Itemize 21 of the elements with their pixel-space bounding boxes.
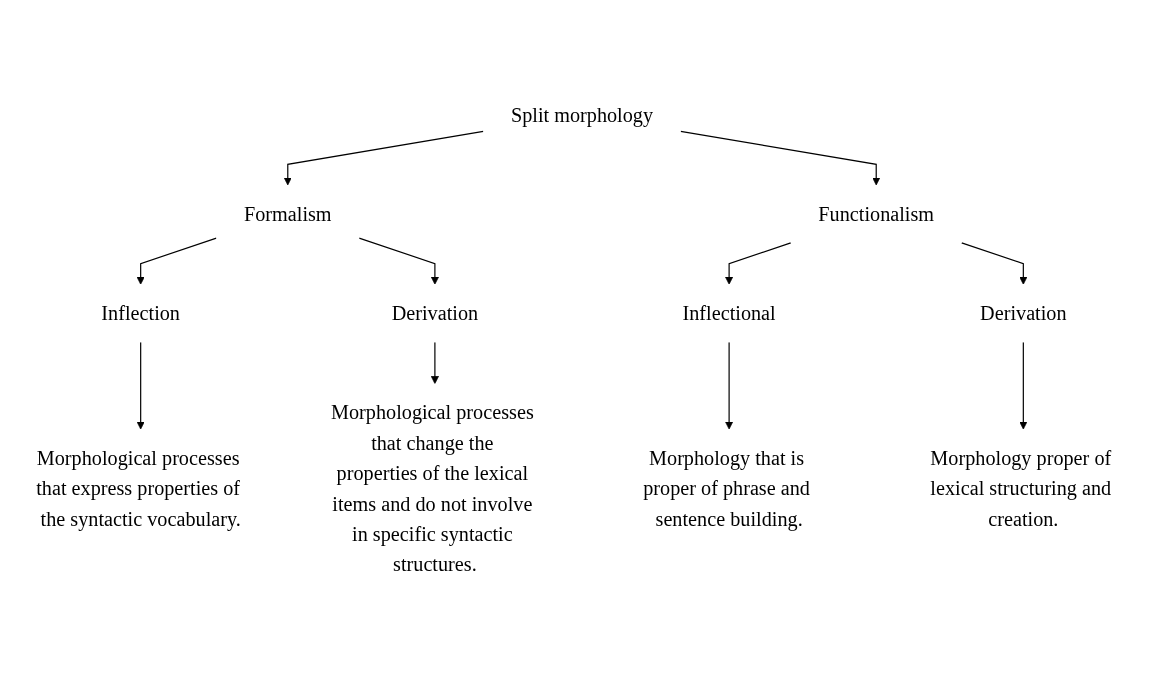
node-text: Inflection <box>101 301 180 325</box>
node-text: Morphology that is proper of phrase and sentence building. <box>643 446 810 531</box>
node-text: Formalism <box>243 202 332 226</box>
node-text: Derivation <box>980 301 1067 325</box>
arrow <box>725 341 734 430</box>
node-text: Morphological processes that change the properties of the lexical items and do not involve in specific syntactic structures. <box>330 401 534 576</box>
arrow <box>358 237 439 285</box>
arrow <box>680 130 881 186</box>
arrow <box>136 341 145 430</box>
arrow <box>430 341 439 384</box>
node-text: Derivation <box>391 301 479 325</box>
arrow <box>961 242 1028 285</box>
arrow <box>1019 341 1028 430</box>
arrow <box>725 242 792 285</box>
node-text: Split morphology <box>510 103 654 127</box>
arrow <box>283 130 484 186</box>
node-text: Functionalism <box>818 202 935 226</box>
node-text: Morphology proper of lexical structuring and creation. <box>930 446 1112 531</box>
node-text: Inflectional <box>682 301 776 325</box>
arrow <box>136 237 217 285</box>
node-text: Morphological processes that express properties of the syntactic vocabulary. <box>36 446 241 531</box>
